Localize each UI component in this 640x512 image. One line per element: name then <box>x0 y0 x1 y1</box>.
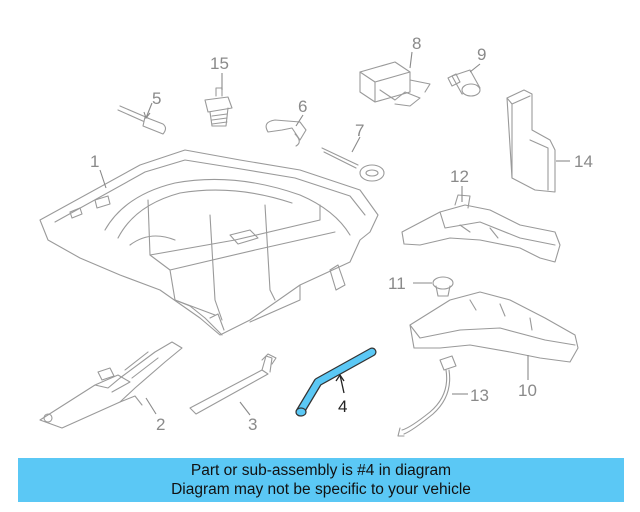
callout-labels: 1 2 3 4 5 6 7 8 9 10 11 12 13 14 15 <box>90 34 593 434</box>
part-11-grommet <box>432 276 454 297</box>
part-14-foam-block <box>506 89 556 193</box>
part-1-trunk-tray <box>39 149 379 336</box>
part-15-bolt <box>204 87 233 127</box>
banner-line-1: Part or sub-assembly is #4 in diagram <box>190 462 452 479</box>
parts-diagram: 1 2 3 4 5 6 7 8 9 10 11 12 13 14 15 <box>39 34 593 437</box>
part-13-harness <box>397 355 457 437</box>
part-10-bracket <box>409 291 579 363</box>
banner-line-2: Diagram may not be specific to your vehi… <box>171 481 471 498</box>
leader-lines <box>99 51 570 416</box>
callout-4: 4 <box>338 397 347 416</box>
part-4-highlighted <box>295 347 377 417</box>
part-7-tow-hook <box>321 147 385 182</box>
info-banner: Part or sub-assembly is #4 in diagram Di… <box>18 458 624 502</box>
part-2-jack <box>39 341 183 429</box>
callout-3: 3 <box>248 415 257 434</box>
callout-2: 2 <box>156 415 165 434</box>
part-8-module <box>359 61 431 107</box>
callout-12: 12 <box>450 167 469 186</box>
part-3-handle <box>189 353 277 415</box>
part-9-cylinder <box>447 69 481 97</box>
part-4-fill <box>296 348 376 416</box>
callout-9: 9 <box>477 45 486 64</box>
part-5-screwdriver <box>117 105 167 135</box>
callout-11: 11 <box>388 274 406 293</box>
part-6-clip <box>265 119 307 147</box>
callout-6: 6 <box>298 97 307 116</box>
callout-1: 1 <box>90 152 99 171</box>
callout-7: 7 <box>355 121 364 140</box>
callout-8: 8 <box>412 34 421 53</box>
callout-10: 10 <box>518 381 537 400</box>
callout-5: 5 <box>152 89 161 108</box>
callout-13: 13 <box>470 386 489 405</box>
callout-14: 14 <box>574 152 593 171</box>
callout-15: 15 <box>210 54 229 73</box>
part-12-bracket <box>401 194 561 263</box>
